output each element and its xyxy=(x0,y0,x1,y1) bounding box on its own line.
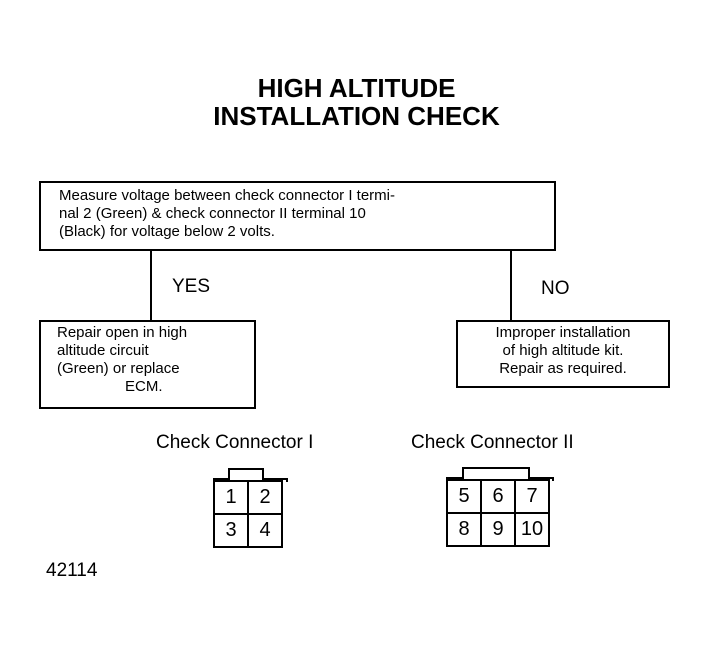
connector-1-pin: 2 xyxy=(247,480,283,515)
repair-line-2: altitude circuit xyxy=(57,342,149,359)
yes-branch-line xyxy=(150,251,152,322)
measure-voltage-line-3: (Black) for voltage below 2 volts. xyxy=(59,223,275,240)
check-connector-1-label: Check Connector I xyxy=(156,432,314,453)
measure-voltage-box: Measure voltage between check connector … xyxy=(39,181,556,251)
improper-line-1: Improper installation xyxy=(495,324,631,341)
connector-2-shoulder-right xyxy=(528,477,554,479)
connector-1-latch xyxy=(228,468,264,480)
connector-2-pin: 5 xyxy=(446,479,482,514)
improper-installation-box: Improper installation of high altitude k… xyxy=(456,320,670,388)
connector-2-pin-grid: 5 6 7 8 9 10 xyxy=(446,479,550,547)
repair-open-circuit-box: Repair open in high altitude circuit (Gr… xyxy=(39,320,256,409)
connector-1-pin-grid: 1 2 3 4 xyxy=(213,480,283,548)
title-line-2: INSTALLATION CHECK xyxy=(213,101,500,131)
connector-1-pin: 1 xyxy=(213,480,249,515)
measure-voltage-line-1: Measure voltage between check connector … xyxy=(59,187,395,204)
connector-1-edge-left xyxy=(213,478,215,482)
connector-2-pin: 8 xyxy=(446,512,482,547)
repair-line-1: Repair open in high xyxy=(57,324,188,341)
connector-2-latch xyxy=(462,467,530,479)
repair-line-3: (Green) or replace xyxy=(57,360,180,377)
connector-1-edge-right xyxy=(286,478,288,482)
connector-2-pin: 6 xyxy=(480,479,516,514)
title-line-1: HIGH ALTITUDE xyxy=(257,73,456,103)
improper-line-3: Repair as required. xyxy=(499,360,627,377)
no-branch-line xyxy=(510,251,512,322)
connector-2-pin: 9 xyxy=(480,512,516,547)
connector-2-pin: 7 xyxy=(514,479,550,514)
repair-line-4: ECM. xyxy=(125,378,163,395)
yes-label: YES xyxy=(172,276,211,297)
connector-1-shoulder-right xyxy=(262,478,288,480)
no-label: NO xyxy=(541,278,570,299)
improper-line-2: of high altitude kit. xyxy=(502,342,624,359)
measure-voltage-line-2: nal 2 (Green) & check connector II termi… xyxy=(59,205,366,222)
connector-1-pin: 4 xyxy=(247,513,283,548)
figure-number: 42114 xyxy=(46,560,98,581)
connector-2-shoulder-left xyxy=(446,477,464,479)
connector-1-shoulder-left xyxy=(213,478,230,480)
connector-1-pin: 3 xyxy=(213,513,249,548)
connector-2-edge-left xyxy=(446,477,448,481)
check-connector-2-label: Check Connector II xyxy=(411,432,574,453)
connector-2-pin: 10 xyxy=(514,512,550,547)
connector-2-edge-right xyxy=(552,477,554,481)
